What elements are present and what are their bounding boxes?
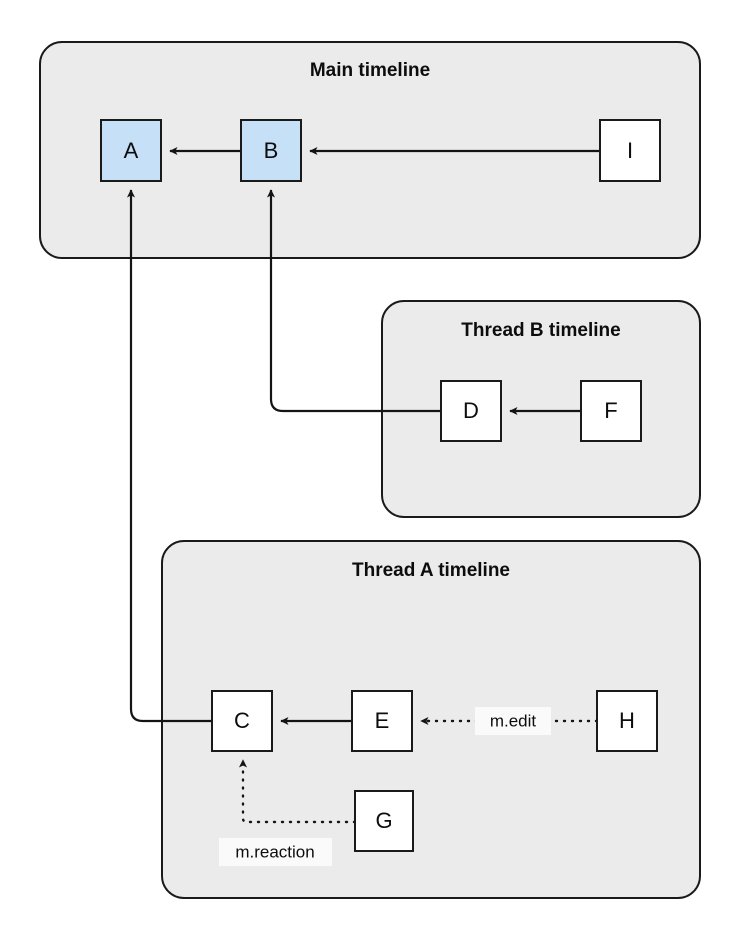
edge-label-m-reaction-background (219, 838, 332, 866)
node-a[interactable]: A (100, 119, 162, 182)
node-i-label: I (627, 138, 633, 163)
node-d-label: D (463, 398, 479, 423)
node-i[interactable]: I (599, 119, 661, 182)
node-c[interactable]: C (211, 690, 273, 752)
node-h-box (596, 690, 658, 752)
group-thread-b-timeline[interactable]: Thread B timeline (381, 300, 701, 518)
edge-label-m-edit: m.edit (475, 707, 551, 735)
edge-label-m-edit-text: m.edit (490, 711, 537, 730)
node-a-box (100, 119, 162, 182)
edge-g-to-c-m-reaction[interactable] (238, 758, 357, 824)
edge-label-m-reaction: m.reaction (219, 838, 332, 866)
node-f-box (580, 380, 642, 442)
node-b-label: B (264, 138, 279, 163)
edge-label-m-reaction-text: m.reaction (235, 842, 314, 861)
node-a-label: A (124, 138, 139, 163)
group-main-timeline-title: Main timeline (310, 60, 430, 81)
group-thread-a-timeline-box (161, 540, 701, 899)
node-h-label: H (619, 708, 635, 733)
node-g-label: G (375, 808, 392, 833)
node-b-box (240, 119, 302, 182)
node-c-box (211, 690, 273, 752)
edge-d-to-b[interactable] (266, 189, 441, 413)
node-f[interactable]: F (580, 380, 642, 442)
group-thread-b-timeline-box (381, 300, 701, 518)
group-thread-a-timeline-title: Thread A timeline (352, 560, 510, 581)
node-b[interactable]: B (240, 119, 302, 182)
node-c-label: C (234, 708, 250, 733)
group-thread-a-timeline[interactable]: Thread A timeline (161, 540, 701, 899)
node-d[interactable]: D (440, 380, 502, 442)
node-g-box (354, 790, 414, 852)
node-f-label: F (604, 398, 617, 423)
group-thread-b-timeline-title: Thread B timeline (461, 320, 620, 341)
node-d-box (440, 380, 502, 442)
node-e-box (351, 690, 413, 752)
edge-label-m-edit-background (475, 707, 551, 735)
node-e[interactable]: E (351, 690, 413, 752)
node-g[interactable]: G (354, 790, 414, 852)
node-e-label: E (375, 708, 390, 733)
edge-c-to-a[interactable] (126, 189, 212, 723)
node-h[interactable]: H (596, 690, 658, 752)
node-i-box (599, 119, 661, 182)
